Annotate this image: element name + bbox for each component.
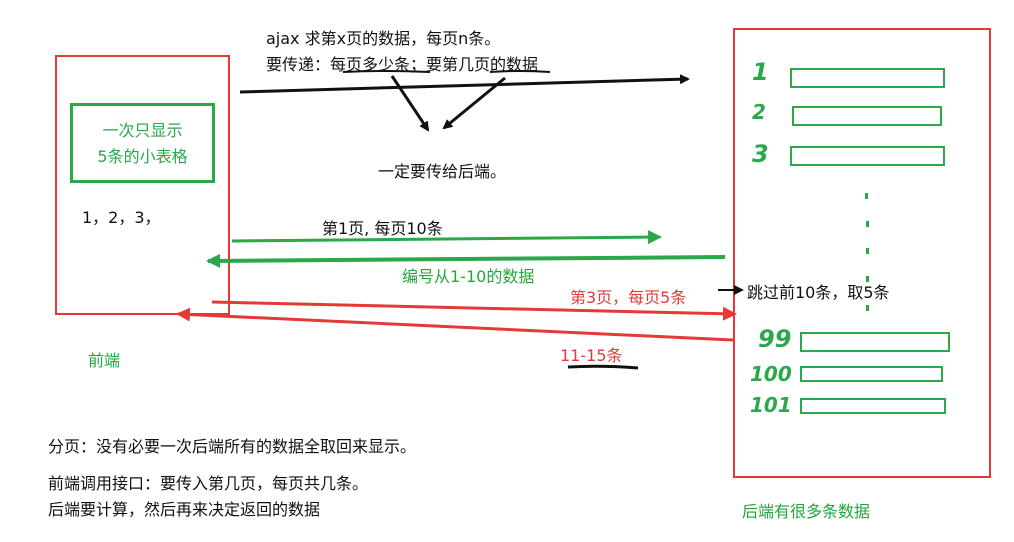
response1-arrow — [206, 253, 726, 268]
response2-label: 11-15条 — [560, 346, 623, 365]
data-row-1 — [790, 68, 945, 88]
data-row-99 — [800, 332, 950, 352]
note-line2: 前端调用接口：要传入第几页，每页共几条。 — [48, 474, 369, 493]
ajax-note-line2: 要传递：每页多少条；要第几页的数据 — [266, 55, 539, 74]
backend-label: 后端有很多条数据 — [742, 502, 871, 521]
note-line3: 后端要计算，然后再来决定返回的数据 — [48, 500, 321, 519]
row-number-101: 101 — [750, 393, 792, 417]
underline-per-page — [342, 70, 431, 73]
ellipsis-dots — [865, 193, 869, 311]
underline-11-15 — [567, 364, 639, 370]
note-line1: 分页：没有必要一次后端所有的数据全取回来显示。 — [48, 437, 417, 456]
row-number-1: 1 — [752, 58, 769, 86]
request1-arrow — [231, 230, 662, 245]
ajax-request-arrow — [239, 74, 690, 94]
data-row-100 — [800, 366, 943, 382]
frontend-box — [55, 55, 230, 315]
row-number-3: 3 — [752, 140, 769, 168]
ajax-note-line1: ajax 求第x页的数据，每页n条。 — [266, 29, 501, 48]
backend-box — [733, 28, 991, 478]
data-row-2 — [792, 106, 942, 126]
arrow-which-page — [442, 76, 506, 130]
underline-which-page — [489, 70, 551, 73]
response1-label: 编号从1-10的数据 — [402, 267, 535, 286]
row-number-2: 2 — [752, 100, 766, 124]
data-row-3 — [790, 146, 945, 166]
data-row-101 — [800, 398, 946, 414]
request2-label: 第3页，每页5条 — [570, 288, 687, 307]
small-table-box: 一次只显示 5条的小表格 — [70, 103, 215, 183]
skip-note: 跳过前10条，取5条 — [747, 283, 890, 302]
row-number-100: 100 — [750, 362, 792, 386]
small-table-line2: 5条的小表格 — [97, 147, 188, 166]
row-number-99: 99 — [758, 325, 792, 353]
page-numbers: 1，2，3， — [82, 208, 161, 227]
request1-label: 第1页, 每页10条 — [322, 219, 443, 238]
arrow-per-page — [390, 75, 430, 132]
must-send-note: 一定要传给后端。 — [378, 162, 507, 181]
small-table-line1: 一次只显示 — [102, 121, 183, 140]
frontend-label: 前端 — [88, 351, 121, 370]
response2-arrow — [176, 307, 734, 342]
request2-arrow — [211, 300, 737, 321]
